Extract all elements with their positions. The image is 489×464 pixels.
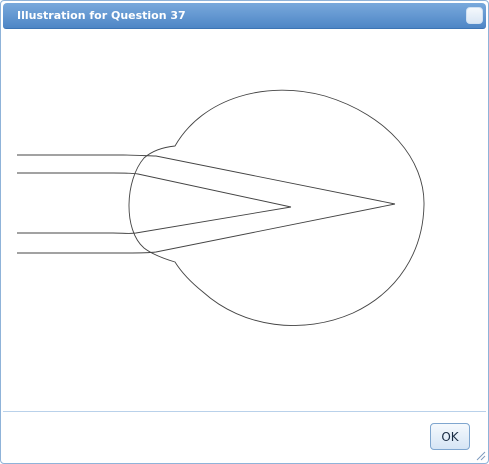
ray-outer-bottom [17,203,396,254]
close-icon[interactable] [466,7,483,24]
dialog-titlebar[interactable]: Illustration for Question 37 [3,3,486,29]
dialog-title: Illustration for Question 37 [17,9,186,22]
eye-outline [128,89,425,326]
ray-inner-bottom [17,206,292,234]
illustration-area [3,30,486,410]
eye-ray-diagram [17,89,425,326]
ray-inner-top [17,172,292,208]
ray-outer-top [17,154,396,205]
ok-button[interactable]: OK [430,423,470,450]
resize-grip-icon[interactable] [475,450,486,461]
footer-divider [3,411,486,412]
